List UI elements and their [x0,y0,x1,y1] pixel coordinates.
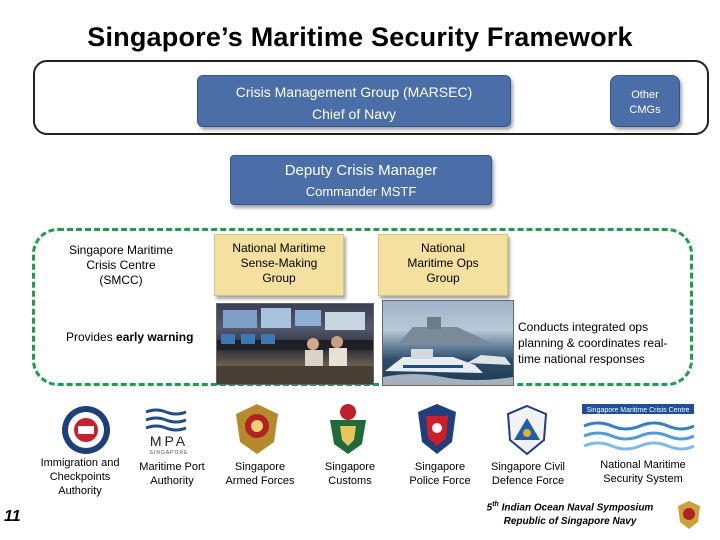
other-cmgs-box: Other CMGs [610,75,680,127]
footer-line2: Republic of Singapore Navy [503,516,637,528]
agency-label-line: Immigration and [40,457,120,469]
ops-desc-line1: Conducts integrated ops [518,320,649,334]
footer-ordinal: 5 [486,502,493,514]
agency-label-line: Singapore Civil [491,461,565,473]
navy-crest-icon [676,500,702,530]
mpa-wordmark: MPA [150,433,188,449]
early-warning-bold: early warning [116,330,194,344]
other-cmgs-line1: Other [631,89,659,101]
smcc-line1: Singapore Maritime [68,243,174,257]
ica-crest-icon [60,404,112,456]
ops-description: Conducts integrated ops planning & coord… [518,319,688,367]
ops-line2: Maritime Ops [407,256,479,270]
smcc-logo-icon: Singapore Maritime Crisis Centre [582,404,695,456]
agency-label-line: Authority [58,485,102,497]
smcc-line2: Crisis Centre [86,258,156,272]
crisis-management-group-box: Crisis Management Group (MARSEC) Chief o… [197,75,511,127]
smcc-logo-banner: Singapore Maritime Crisis Centre [586,407,689,414]
maritime-ops-group-box: National Maritime Ops Group [378,234,508,296]
early-warning-prefix: Provides [66,330,117,344]
agency-label-line: Police Force [409,475,471,487]
agency-label-line: Authority [150,475,194,487]
customs-crest-icon [322,400,374,456]
agency-label-line: Singapore [324,461,376,473]
crisis-group-head: Chief of Navy [311,106,397,122]
mpa-logo-icon: MPA SINGAPORE [140,406,198,456]
operations-room-photo [216,303,374,385]
agency-label-line: Singapore [234,461,286,473]
ops-line3: Group [426,271,460,285]
agency-label-line: Maritime Port [139,461,205,473]
sense-line3: Group [262,271,296,285]
early-warning-text: Provides early warning [66,330,193,344]
ops-line1: National [420,241,466,255]
page-number: 11 [4,508,21,525]
top-command-frame [33,60,709,135]
deputy-title: Deputy Crisis Manager [284,162,438,179]
deputy-crisis-manager-box: Deputy Crisis Manager Commander MSTF [230,155,492,205]
agency-nmss-label: National Maritime Security System [590,458,696,486]
ops-desc-line2: planning & coordinates real- [518,336,668,350]
ops-desc-line3: time national responses [518,352,645,366]
footer-event: Indian Ocean Naval Symposium [498,502,654,514]
sense-making-group-box: National Maritime Sense-Making Group [214,234,344,296]
deputy-role: Commander MSTF [305,184,417,199]
mpa-subtext: SINGAPORE [150,450,189,456]
smcc-label-box: Singapore Maritime Crisis Centre (SMCC) [46,234,196,296]
agency-saf-label: Singapore Armed Forces [212,460,308,488]
agency-label-line: Checkpoints [49,471,111,483]
agency-label-line: Armed Forces [225,475,295,487]
sense-line2: Sense-Making [240,256,318,270]
agency-label-line: Customs [328,475,372,487]
scdf-crest-icon [504,404,550,456]
agency-scdf-label: Singapore Civil Defence Force [478,460,578,488]
agency-label-line: National Maritime [600,459,686,471]
agency-ica-label: Immigration and Checkpoints Authority [30,456,130,498]
footer-ordinal-suffix: th [492,501,499,508]
saf-crest-icon [232,402,282,456]
other-cmgs-line2: CMGs [629,104,661,116]
police-crest-icon [412,402,462,456]
agency-police-label: Singapore Police Force [392,460,488,488]
agency-label-line: Security System [603,473,683,485]
agency-label-line: Singapore [414,461,466,473]
footer-line1: 5th Indian Ocean Naval Symposium [472,498,668,515]
footer-caption: 5th Indian Ocean Naval Symposium Republi… [472,498,668,529]
page-title: Singapore’s Maritime Security Framework [87,22,633,52]
sense-line1: National Maritime [232,241,326,255]
agency-customs-label: Singapore Customs [302,460,398,488]
smcc-line3: (SMCC) [99,273,143,287]
crisis-group-name: Crisis Management Group (MARSEC) [235,84,473,100]
patrol-ships-photo [382,300,514,386]
agency-label-line: Defence Force [491,475,565,487]
agency-mpa-label: Maritime Port Authority [124,460,220,488]
